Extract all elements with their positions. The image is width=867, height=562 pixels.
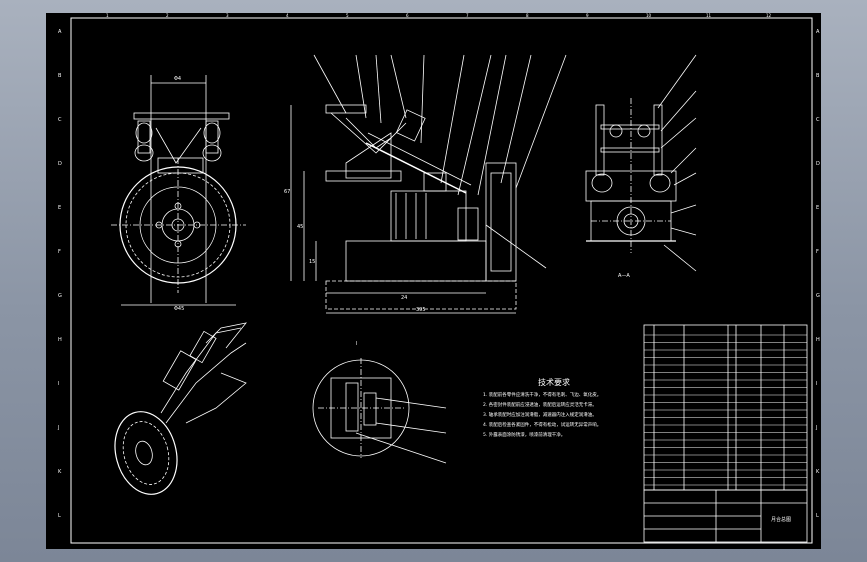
row-letter: F [816,249,819,255]
row-letter: A [816,29,820,35]
row-letter: G [816,293,820,299]
front-view: Φ4 Φ45 [111,75,246,312]
row-letter: K [816,469,820,475]
column-number: 12 [766,13,772,18]
side-dim-total: 395 [416,307,426,313]
row-letter: J [57,425,59,431]
row-letter: K [58,469,62,475]
row-letter: H [58,337,62,343]
column-number: 10 [646,13,652,18]
row-letter: D [816,161,820,167]
row-letter: C [816,117,820,123]
row-letter: B [816,73,820,79]
detail-view-I: I [312,341,447,464]
row-letter: A [58,29,62,35]
inner-frame [70,17,813,544]
side-dim-width: 24 [401,295,407,301]
column-number: 4 [286,13,289,18]
column-number: 11 [706,13,712,18]
detail-label: I [356,341,357,347]
column-number: 6 [406,13,409,18]
row-letter: C [58,117,62,123]
side-dim-b: 45 [297,224,303,230]
front-dim-top: Φ4 [174,76,181,82]
notes-line-4: 4. 装配后检查各紧固件，不得有松动，试运转无异常声响。 [483,421,601,428]
column-number: 1 [106,13,109,18]
title-block: 月合总图 [643,489,808,543]
row-letter: L [816,513,819,519]
row-letter: E [816,205,819,211]
side-view: 67 45 15 24 395 [284,54,567,314]
row-letter: D [58,161,62,167]
row-letter: H [816,337,820,343]
notes-line-1: 1. 装配前各零件应清洗干净，不得有毛刺、飞边、氧化皮。 [483,391,601,398]
row-letter-column: A A B B C C D D E E F F G G H H I I J J K K L L [57,29,820,519]
row-letter: G [58,293,62,299]
isometric-view [114,322,247,495]
front-dim-bottom: Φ45 [174,306,184,312]
column-number: 9 [586,13,589,18]
right-view: A—A [585,54,697,279]
side-dim-c: 15 [309,259,315,265]
row-letter: L [58,513,61,519]
column-number: 3 [226,13,229,18]
notes-title: 技术要求 [538,377,570,387]
column-number: 2 [166,13,169,18]
side-dim-a: 67 [284,189,290,195]
row-letter: I [58,381,59,387]
technical-requirements: 技术要求 1. 装配前各零件应清洗干净，不得有毛刺、飞边、氧化皮。 2. 各密封… [483,377,601,438]
row-letter: I [816,381,817,387]
row-letter: J [815,425,817,431]
notes-line-3: 3. 轴承装配时应加注润滑脂，减速器内注入规定润滑油。 [483,411,597,418]
right-view-label: A—A [618,273,630,279]
row-letter: E [58,205,61,211]
row-letter: F [58,249,61,255]
row-letter: B [58,73,62,79]
column-number: 7 [466,13,469,18]
drawing-title: 月合总图 [771,516,791,523]
column-number: 5 [346,13,349,18]
notes-line-2: 2. 各密封件装配前应浸透油，装配后运转应灵活无卡滞。 [483,401,597,408]
notes-line-5: 5. 外露表面涂防锈漆，喷漆前清理干净。 [483,431,565,438]
parts-list [643,324,808,491]
column-number: 8 [526,13,529,18]
